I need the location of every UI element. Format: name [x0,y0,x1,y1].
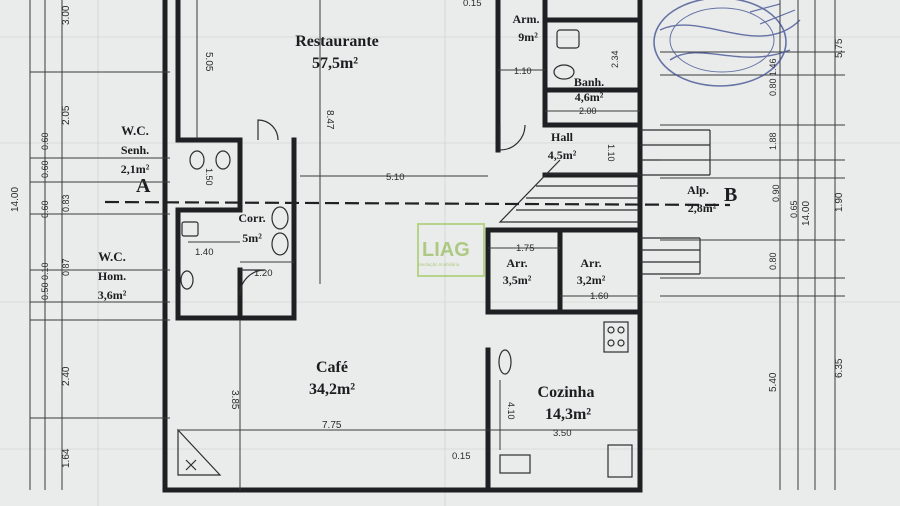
dim-r-0-65: 0.65 [789,200,799,218]
dim-0-60c: 0.60 [40,200,50,218]
room-cozinha-area: 14,3m² [545,406,591,423]
dim-0-15b: 0.15 [452,451,471,462]
room-corr-area: 5m² [242,231,262,245]
dim-0-87: 0.87 [61,258,71,276]
stairs [498,129,711,275]
interior-dimensions: 5.05 8.47 5.10 1.50 1.40 1.20 3.85 7.75 … [178,0,640,490]
dim-1-75: 1.75 [516,243,535,254]
dim-1-50: 1.50 [204,168,214,186]
walls [162,0,643,493]
dim-r-0-90: 0.90 [771,184,781,202]
right-dimensions: 0.80 1.46 5.75 1.88 0.90 0.65 1.90 14.00… [660,0,845,490]
sink-icon [553,64,575,80]
dim-0-15a: 0.15 [463,0,482,9]
room-wc-senh-area: 2,1m² [121,162,150,176]
room-wc-hom-area: 3,6m² [98,288,127,302]
room-restaurante-area: 57,5m² [312,55,358,72]
room-banho-name: Banh. [574,75,604,89]
room-wc-senh-name2: Senh. [121,143,149,157]
room-wc-senh-name: W.C. [121,123,149,138]
dim-5-10: 5.10 [386,172,405,183]
dim-total-left: 14.00 [10,187,21,212]
dim-8-47: 8.47 [324,110,335,130]
room-cozinha-name: Cozinha [538,384,595,401]
room-arm-area: 9m² [518,30,538,44]
room-banho-area: 4,6m² [575,90,604,104]
fixtures [177,29,633,478]
dim-3-85: 3.85 [229,390,240,410]
dim-r-5-40: 5.40 [768,372,779,392]
room-cafe-name: Café [316,359,348,376]
dim-0-50: 0.50 [40,282,50,300]
dim-r-0-80a: 0.80 [768,78,778,96]
dim-2-34: 2.34 [610,50,620,68]
doors [239,119,526,296]
stamp-seal [653,0,801,87]
room-labels: Restaurante 57,5m² Arm. 9m² Banh. 4,6m² … [98,12,717,423]
dim-1-10b: 1.10 [606,144,616,162]
room-corr-name: Corr. [238,211,265,225]
room-alp-area: 2,8m² [688,201,717,215]
dim-1-40: 1.40 [195,247,214,258]
section-mark-a: A [136,175,151,197]
watermark-logo: LIAG Mediação Imobiliária [417,223,485,277]
dim-3-00: 3.00 [61,5,72,25]
dim-5-05: 5.05 [203,52,214,72]
watermark-tagline: Mediação Imobiliária [418,262,460,267]
room-wc-hom-name: W.C. [98,249,126,264]
left-dimensions: 14.00 3.00 2.05 0.60 0.60 0.83 0.60 0.87… [10,0,170,490]
dim-4-10: 4.10 [506,402,516,420]
room-restaurante-name: Restaurante [295,33,379,50]
room-arr1-area: 3,5m² [503,273,532,287]
toilet-icon [556,29,580,49]
dim-r-0-80b: 0.80 [768,252,778,270]
cooktop-icon [603,321,629,353]
dim-7-75: 7.75 [322,420,342,431]
room-arr1-name: Arr. [506,256,527,270]
section-mark-b: B [724,184,737,206]
section-line [104,200,731,207]
room-hall-name: Hall [551,130,574,144]
dim-r-6-35: 6.35 [834,358,845,378]
room-hall-area: 4,5m² [548,148,577,162]
dim-r-5-75: 5.75 [834,38,845,58]
dim-0-60b: 0.60 [40,160,50,178]
dim-r-1-88: 1.88 [768,132,778,150]
dim-1-20: 1.20 [254,268,273,279]
dim-1-10a: 1.10 [514,66,532,76]
room-arm-name: Arm. [513,12,540,26]
room-wc-hom-name2: Hom. [98,269,126,283]
dim-0-10: 0.10 [40,262,50,280]
watermark-text: LIAG [422,239,470,261]
room-arr2-name: Arr. [580,256,601,270]
dim-1-64: 1.64 [61,448,72,468]
dim-2-00: 2.00 [579,106,597,116]
dim-2-40: 2.40 [61,366,72,386]
washbasin-icon [271,206,289,230]
room-cafe-area: 34,2m² [309,381,355,398]
dim-3-50: 3.50 [553,428,572,439]
room-arr2-area: 3,2m² [577,273,606,287]
dim-0-83: 0.83 [61,194,71,212]
dim-0-60a: 0.60 [40,132,50,150]
dim-r-14-00: 14.00 [801,201,812,226]
dim-r-1-90: 1.90 [834,192,845,212]
dim-1-60: 1.60 [590,291,609,302]
toilet-icon-senh [189,150,205,170]
dim-2-05: 2.05 [61,105,72,125]
room-alp-name: Alp. [687,183,709,197]
